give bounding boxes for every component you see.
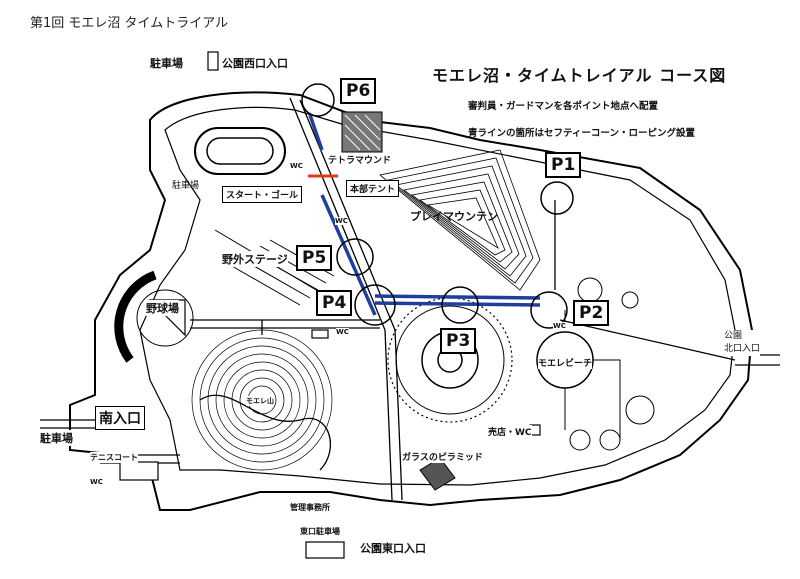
play-mountain-contours (379, 149, 541, 291)
label-baseball: 野球場 (146, 300, 179, 316)
checkpoint-p2: P2 (573, 300, 610, 326)
label-parking-w: 駐車場 (172, 181, 200, 191)
label-admin-office: 管理事務所 (290, 502, 330, 513)
label-wc-1: WC (335, 217, 348, 225)
p1-marker (540, 181, 574, 215)
checkpoint-circles (301, 83, 574, 329)
label-west-gate: 公園西口入口 (222, 55, 288, 71)
label-moere-yama: モエレ山 (246, 396, 274, 406)
label-north-gate: 公園 北口入口 (724, 330, 761, 356)
label-south-gate: 南入口 (95, 406, 145, 430)
label-play-mountain: プレイマウンテン (410, 210, 498, 223)
label-parking-s: 駐車場 (40, 430, 73, 446)
label-outdoor-stage: 野外ステージ (222, 251, 288, 267)
label-east-gate: 公園東口入口 (360, 540, 426, 556)
blue-course (308, 114, 541, 316)
label-wc-2: WC (290, 162, 303, 170)
baseball-field (114, 270, 194, 363)
p5-marker (336, 238, 374, 276)
fountain-area (387, 297, 513, 423)
label-tennis: テニスコート (90, 452, 138, 463)
label-wc-tennis: WC (90, 478, 103, 486)
note-staff: 審判員・ガードマンを各ポイント地点へ配置 (468, 101, 659, 112)
checkpoint-p4: P4 (316, 290, 353, 316)
label-start-goal: スタート・ゴール (222, 186, 303, 203)
moere-beach-area (536, 277, 655, 451)
p2-marker (530, 291, 568, 329)
label-wc-4: WC (553, 322, 566, 330)
note-blue-line: 青ラインの箇所はセフティーコーン・ローピング設置 (468, 128, 695, 139)
running-track (194, 127, 286, 175)
inner-road (139, 106, 736, 486)
buildings (119, 51, 541, 559)
p6-marker (301, 83, 335, 117)
label-wc-3: WC (336, 328, 349, 336)
checkpoint-p6: P6 (340, 78, 377, 104)
label-moere-beach: モエレビーチ (538, 356, 593, 369)
label-shop-wc: 売店・WC (488, 425, 532, 438)
label-tetra-mound: テトラマウンド (328, 153, 392, 166)
label-hq-tent: 本部テント (346, 180, 400, 197)
p4-marker (354, 284, 396, 326)
map-title: モエレ沼・タイムトレイアル コース図 (432, 66, 727, 85)
checkpoint-p3: P3 (440, 328, 477, 354)
p3-marker (441, 286, 479, 324)
label-parking-nw: 駐車場 (150, 55, 183, 71)
page-title: 第1回 モエレ沼 タイムトライアル (30, 16, 229, 31)
checkpoint-p5: P5 (296, 245, 333, 271)
checkpoint-p1: P1 (545, 152, 582, 178)
label-east-parking: 東口駐車場 (300, 526, 340, 537)
label-glass-pyramid: ガラスのピラミッド (402, 450, 483, 463)
